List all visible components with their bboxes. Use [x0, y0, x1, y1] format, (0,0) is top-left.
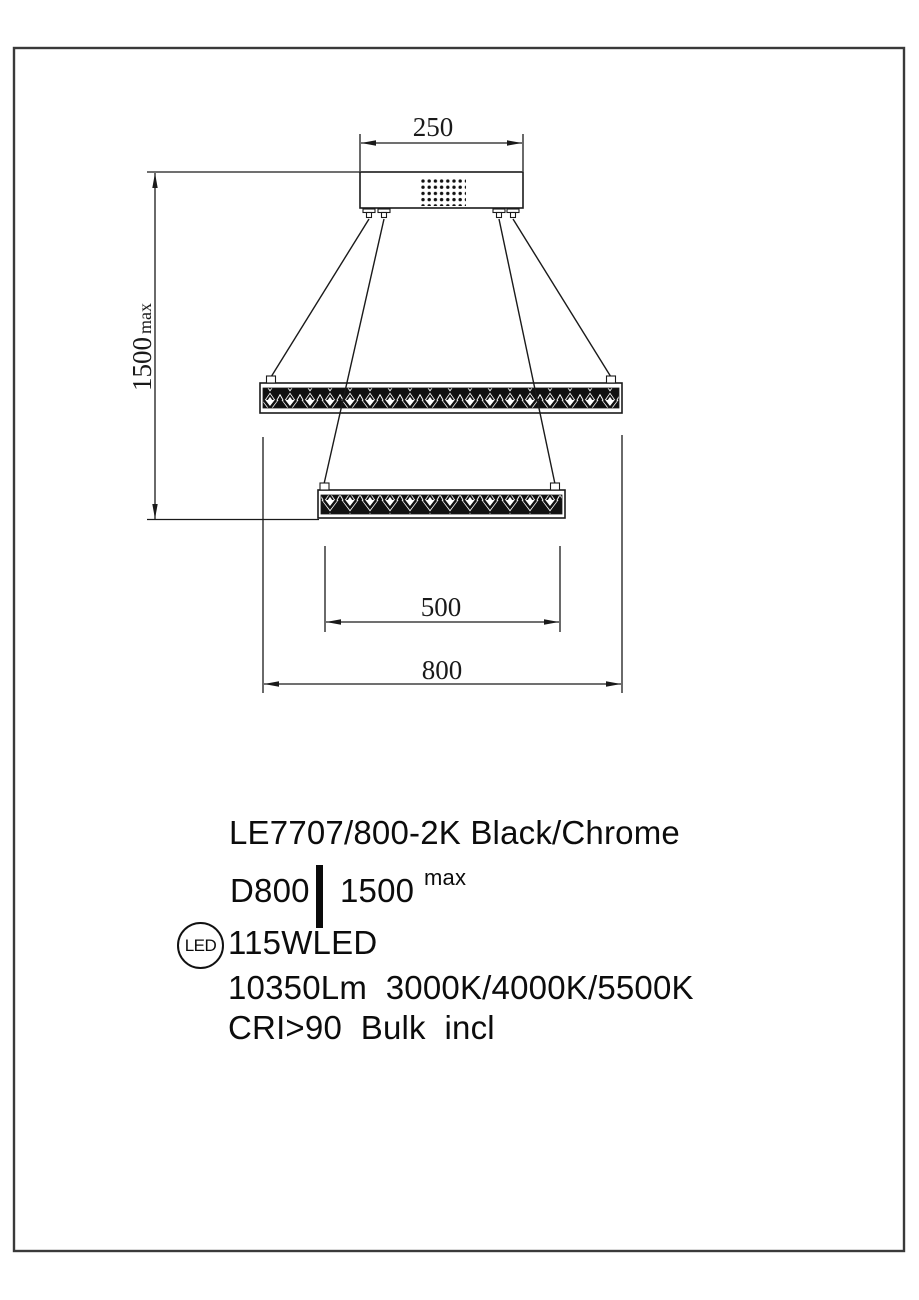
arrowhead-left-icon	[361, 140, 376, 146]
arrowhead-right-icon	[606, 681, 621, 687]
dim-inner-label: 500	[421, 592, 462, 622]
cable-outer-right	[512, 218, 612, 378]
arrowhead-left-icon	[264, 681, 279, 687]
dim-canopy-label: 250	[413, 112, 454, 142]
arrowhead-right-icon	[507, 140, 522, 146]
suspension-cables	[270, 218, 612, 485]
outer-ring	[259, 382, 623, 414]
tab-outer-right	[605, 375, 617, 384]
tab-inner-left	[319, 482, 330, 491]
dim-outer-label: 800	[422, 655, 463, 685]
dimension-drop-height: 1500 max	[127, 171, 360, 521]
tab-inner-right	[549, 482, 561, 491]
arrowhead-down-icon	[152, 504, 158, 519]
arrowhead-left-icon	[326, 619, 341, 625]
dim-height-label: 1500	[127, 337, 157, 391]
outer-ring-crystal-band	[262, 387, 620, 409]
cable-inner-left	[323, 218, 385, 485]
inner-ring	[317, 489, 566, 519]
connector	[377, 208, 391, 219]
arrowhead-up-icon	[152, 173, 158, 188]
dimension-inner-ring: 500	[324, 546, 561, 632]
dim-height-suffix-label: max	[135, 303, 155, 334]
sheet-border	[12, 46, 906, 1253]
connector	[506, 208, 520, 219]
cable-inner-right	[498, 218, 556, 485]
dimension-outer-ring: 800	[262, 435, 623, 693]
inner-ring-crystal-band	[320, 494, 563, 515]
dimension-canopy-width: 250	[359, 112, 524, 171]
ceiling-canopy	[359, 171, 524, 209]
vent-holes	[420, 178, 466, 206]
ring-tabs	[265, 375, 617, 491]
connector	[492, 208, 506, 219]
arrowhead-right-icon	[544, 619, 559, 625]
tab-outer-left	[265, 375, 277, 384]
cable-outer-left	[270, 218, 370, 378]
cable-connectors	[362, 208, 520, 219]
connector	[362, 208, 376, 219]
